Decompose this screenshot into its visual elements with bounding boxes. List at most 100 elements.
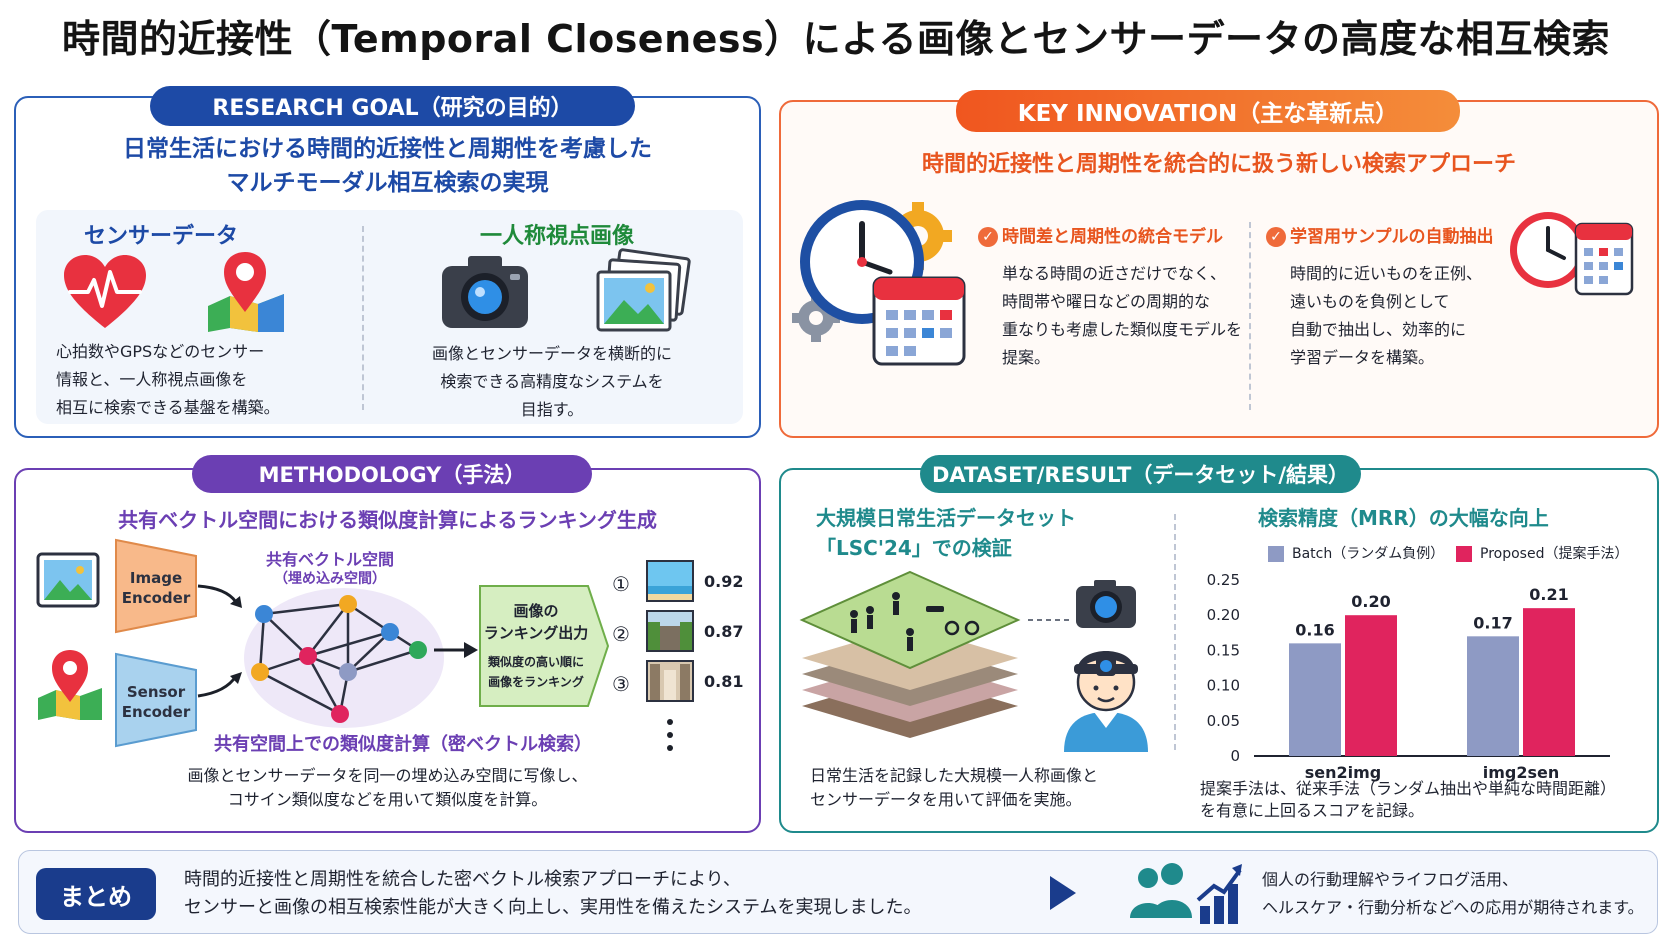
dataset-text-1: 日常生活を記録した大規模一人称画像と — [810, 766, 1099, 785]
people-growth-icon — [1130, 863, 1242, 924]
connector-dash — [1028, 619, 1072, 621]
y-tick-label: 0.25 — [1207, 571, 1240, 589]
thumbnail-1 — [646, 560, 694, 602]
dataset-heading-line1: 大規模日常生活データセット — [816, 506, 1076, 530]
sample-text-1: 時間的に近いものを正例、 — [1290, 264, 1483, 283]
clock-calendar-icon — [792, 200, 966, 366]
image-encoder-label-2: Encoder — [121, 589, 191, 607]
ranking-output-box — [479, 585, 610, 707]
rank-3-score: 0.81 — [704, 672, 744, 691]
page-title: 時間的近接性（Temporal Closeness）による画像とセンサーデータの… — [61, 17, 1611, 61]
summary-badge: まとめ — [36, 868, 156, 920]
sample-title-text: 学習用サンプルの自動抽出 — [1290, 227, 1494, 247]
model-text-2: 時間帯や曜日などの周期的な — [1002, 292, 1211, 311]
dataset-text-2: センサーデータを用いて評価を実施。 — [810, 790, 1082, 809]
methodology-heading: 共有ベクトル空間における類似度計算によるランキング生成 — [118, 508, 657, 532]
innovation-divider — [1249, 222, 1251, 410]
input-image-icon — [36, 552, 100, 608]
bar-value-label: 0.17 — [1473, 613, 1512, 632]
similarity-calc-title: 共有空間上での類似度計算（密ベクトル検索） — [214, 734, 592, 755]
sample-text-3: 自動で抽出し、効率的に — [1290, 320, 1467, 339]
dataset-divider — [1174, 514, 1176, 750]
shared-space-label-2: （埋め込み空間） — [274, 571, 386, 587]
bar-img2sen-batch — [1467, 636, 1519, 756]
bar-img2sen-proposed — [1523, 608, 1575, 756]
gps-map-icon — [208, 252, 284, 332]
sensor-data-title: センサーデータ — [84, 224, 239, 249]
lifelogger-avatar — [1064, 651, 1148, 752]
goal-heading-line2: マルチモーダル相互検索の実現 — [226, 170, 549, 196]
legend-swatch-batch — [1268, 546, 1284, 562]
wearable-camera-icon — [1076, 580, 1136, 628]
sensor-text-1: 心拍数やGPSなどのセンサー — [56, 342, 265, 361]
image-encoder-block — [115, 538, 197, 634]
outlook-text-1: 個人の行動理解やライフログ活用、 — [1262, 870, 1519, 889]
legend-label-proposed: Proposed（提案手法） — [1480, 546, 1629, 562]
output-title-1: 画像の — [513, 602, 559, 620]
result-text-2: を有意に上回るスコアを記録。 — [1200, 801, 1425, 820]
lifelog-layers-illustration — [799, 570, 1021, 738]
key-innovation-panel — [779, 100, 1659, 438]
sample-text-4: 学習データを構築。 — [1290, 348, 1435, 367]
x-category-label: img2sen — [1483, 763, 1560, 782]
activity-icons — [850, 592, 980, 651]
play-arrow-icon — [1050, 876, 1076, 910]
y-tick-label: 0.15 — [1207, 641, 1240, 659]
innovation-heading: 時間的近接性と周期性を統合的に扱う新しい検索アプローチ — [921, 152, 1516, 177]
check-icon: ✓ — [1266, 227, 1286, 247]
sensor-encoder-label-2: Encoder — [121, 703, 191, 721]
thumbnail-2 — [646, 610, 694, 652]
sample-title: ✓学習用サンプルの自動抽出 — [1266, 222, 1494, 247]
x-category-label: sen2img — [1305, 763, 1382, 782]
goal-divider — [362, 226, 364, 410]
summary-panel — [18, 850, 1658, 934]
bar-sen2img-proposed — [1345, 615, 1397, 756]
encoder-arrows — [197, 584, 242, 698]
first-person-image-title: 一人称視点画像 — [480, 224, 635, 249]
rank-1-number: ① — [612, 572, 630, 596]
more-results-ellipsis — [667, 719, 673, 751]
y-tick-label: 0.20 — [1207, 606, 1240, 624]
legend-label-batch: Batch（ランダム負例） — [1292, 546, 1445, 562]
sample-text-2: 遠いものを負例として — [1290, 292, 1450, 311]
sensor-encoder-label-1: Sensor — [126, 683, 186, 701]
research-goal-badge: RESEARCH GOAL（研究の目的） — [150, 86, 635, 126]
bar-value-label: 0.20 — [1351, 592, 1390, 611]
thumbnail-3 — [646, 660, 694, 702]
result-heading: 検索精度（MRR）の大幅な向上 — [1258, 506, 1549, 530]
rank-1-score: 0.92 — [704, 572, 744, 591]
summary-text-2: センサーと画像の相互検索性能が大きく向上し、実用性を備えたシステムを実現しました… — [184, 897, 922, 918]
rank-3-number: ③ — [612, 672, 630, 696]
input-gps-icon — [38, 650, 102, 720]
heart-rate-icon — [64, 255, 146, 328]
output-sub-1: 類似度の高い順に — [487, 655, 584, 669]
result-text-1: 提案手法は、従来手法（ランダム抽出や単純な時間距離） — [1200, 779, 1617, 798]
rank-2-number: ② — [612, 622, 630, 646]
y-tick-label: 0 — [1230, 747, 1240, 765]
image-encoder-label-1: Image — [129, 569, 183, 587]
goal-heading-line1: 日常生活における時間的近接性と周期性を考慮した — [123, 136, 652, 162]
bar-value-label: 0.16 — [1295, 620, 1334, 639]
sensor-encoder-block — [115, 652, 197, 748]
key-innovation-badge: KEY INNOVATION（主な革新点） — [956, 90, 1460, 132]
y-tick-label: 0.10 — [1207, 677, 1240, 695]
model-text-4: 提案。 — [1002, 348, 1051, 367]
model-title: ✓時間差と周期性の統合モデル — [978, 222, 1223, 247]
image-text-2: 検索できる高精度なシステムを — [440, 372, 664, 391]
image-text-1: 画像とセンサーデータを横断的に — [431, 344, 672, 363]
output-arrow — [434, 642, 478, 658]
dataset-result-badge: DATASET/RESULT（データセット/結果） — [920, 455, 1361, 493]
model-text-1: 単なる時間の近さだけでなく、 — [1002, 264, 1227, 283]
rank-2-score: 0.87 — [704, 622, 744, 641]
y-tick-label: 0.05 — [1207, 712, 1240, 730]
image-text-3: 目指す。 — [520, 400, 584, 419]
embedding-graph — [244, 588, 444, 728]
calc-text-1: 画像とセンサーデータを同一の埋め込み空間に写像し、 — [187, 766, 588, 785]
methodology-badge: METHODOLOGY（手法） — [192, 455, 592, 493]
output-title-2: ランキング出力 — [483, 624, 589, 642]
bar-sen2img-batch — [1289, 643, 1341, 756]
sensor-text-3: 相互に検索できる基盤を構築。 — [56, 398, 280, 417]
model-text-3: 重なりも考慮した類似度モデルを — [1002, 320, 1243, 339]
legend-swatch-proposed — [1456, 546, 1472, 562]
outlook-text-2: ヘルスケア・行動分析などへの応用が期待されます。 — [1262, 898, 1644, 917]
